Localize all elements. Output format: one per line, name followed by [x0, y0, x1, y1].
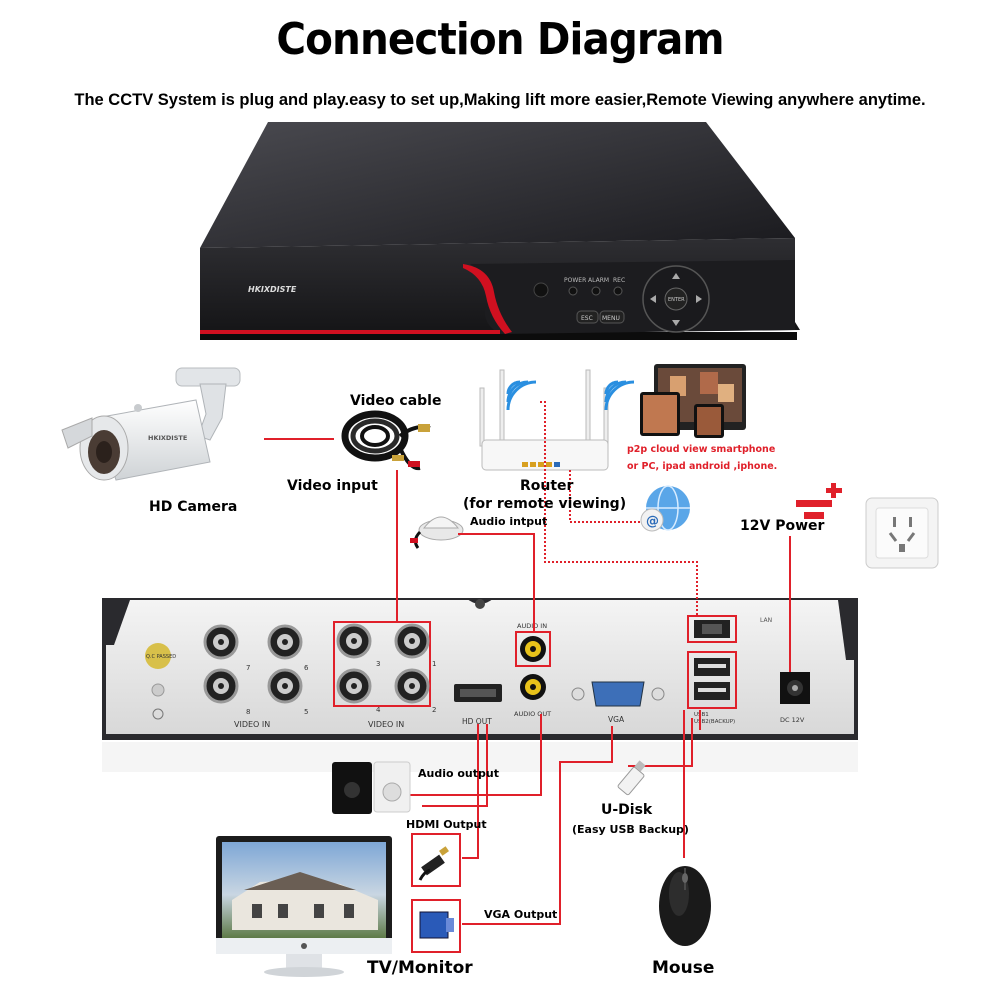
- hd-camera-label: HD Camera: [149, 499, 238, 515]
- power-label: 12V Power: [740, 518, 825, 534]
- audio-out-port-label: AUDIO OUT: [514, 710, 551, 718]
- dvr-back-panel: Q.C PASSED 7 6 8 5 VIDEO IN: [102, 598, 858, 740]
- dc-port-label: DC 12V: [780, 716, 805, 724]
- indicator-label: ALARM: [588, 277, 609, 284]
- nav-center-label: ENTER: [668, 297, 685, 303]
- usb2-port-label: USB2(BACKUP): [694, 719, 735, 725]
- audio-input-label: Audio intput: [470, 515, 548, 528]
- wifi-icon: [604, 380, 635, 411]
- channel-number: 1: [432, 660, 436, 668]
- router-sublabel: (for remote viewing): [463, 496, 627, 512]
- udisk-label: U-Disk: [601, 802, 653, 818]
- hd-camera: HKIXDISTE: [61, 367, 241, 481]
- router-label: Router: [520, 478, 574, 494]
- dvr-brand-logo: HKIXDISTE: [248, 285, 297, 294]
- usb1-port-label: USB1: [694, 712, 709, 718]
- audio-in-port-label: AUDIO IN: [517, 622, 547, 630]
- mouse: [659, 866, 711, 946]
- indicator-leds: POWER ALARM REC: [564, 277, 625, 296]
- p2p-devices-image: [640, 364, 746, 438]
- video-cable-coil: [341, 410, 431, 471]
- dc-power-symbol: [796, 483, 842, 519]
- usb-drive: [617, 760, 646, 796]
- lan-port-label: LAN: [760, 617, 772, 624]
- page-title: Connection Diagram: [276, 14, 724, 65]
- video-in-label: VIDEO IN: [234, 720, 270, 729]
- tv-monitor: [216, 836, 392, 977]
- p2p-line2: or PC, ipad android ,iphone.: [627, 461, 778, 472]
- hdmi-output-label: HDMI Output: [406, 818, 487, 831]
- channel-number: 8: [246, 708, 250, 716]
- vga-port-label: VGA: [608, 715, 625, 724]
- front-button-label: MENU: [602, 315, 620, 322]
- qc-sticker-label: Q.C PASSED: [146, 654, 176, 660]
- indicator-label: POWER: [564, 277, 586, 284]
- video-input-label: Video input: [287, 478, 378, 494]
- vga-cable-image: [411, 899, 461, 953]
- channel-number: 7: [246, 664, 250, 672]
- page-subtitle: The CCTV System is plug and play.easy to…: [74, 91, 926, 109]
- dvr-front-unit: HKIXDISTE POWER ALARM REC ESC MENU ENTER: [200, 122, 800, 340]
- nav-pad[interactable]: ENTER: [642, 265, 710, 333]
- vga-output-label: VGA Output: [484, 908, 558, 921]
- video-in-bnc-right: 3 1 4 2 VIDEO IN: [333, 621, 436, 729]
- speakers: [332, 761, 411, 814]
- audio-output-label: Audio output: [418, 767, 499, 780]
- camera-brand: HKIXDISTE: [148, 434, 187, 442]
- channel-number: 6: [304, 664, 309, 672]
- esc-button[interactable]: [576, 310, 599, 324]
- menu-button[interactable]: [599, 310, 625, 324]
- p2p-line1: p2p cloud view smartphone: [627, 444, 776, 455]
- tv-monitor-label: TV/Monitor: [367, 958, 473, 978]
- wall-socket: [865, 497, 939, 569]
- audio-microphone: [410, 516, 464, 549]
- internet-globe-icon: @: [640, 485, 690, 532]
- video-in-label: VIDEO IN: [368, 720, 404, 729]
- indicator-label: REC: [613, 277, 625, 284]
- video-in-bnc-left: 7 6 8 5 VIDEO IN: [203, 624, 309, 729]
- front-button-label: ESC: [581, 315, 593, 322]
- wifi-icon: [506, 380, 537, 411]
- router: [479, 369, 635, 471]
- channel-number: 5: [304, 708, 308, 716]
- wires: [264, 401, 791, 925]
- hdmi-cable-image: [411, 833, 461, 887]
- mouse-label: Mouse: [652, 958, 715, 978]
- video-cable-label: Video cable: [350, 393, 442, 409]
- channel-number: 2: [432, 706, 436, 714]
- channel-number: 4: [376, 706, 381, 714]
- channel-number: 3: [376, 660, 380, 668]
- svg-text:@: @: [646, 514, 659, 529]
- hd-out-port-label: HD OUT: [462, 717, 492, 726]
- udisk-sublabel: (Easy USB Backup): [572, 823, 689, 836]
